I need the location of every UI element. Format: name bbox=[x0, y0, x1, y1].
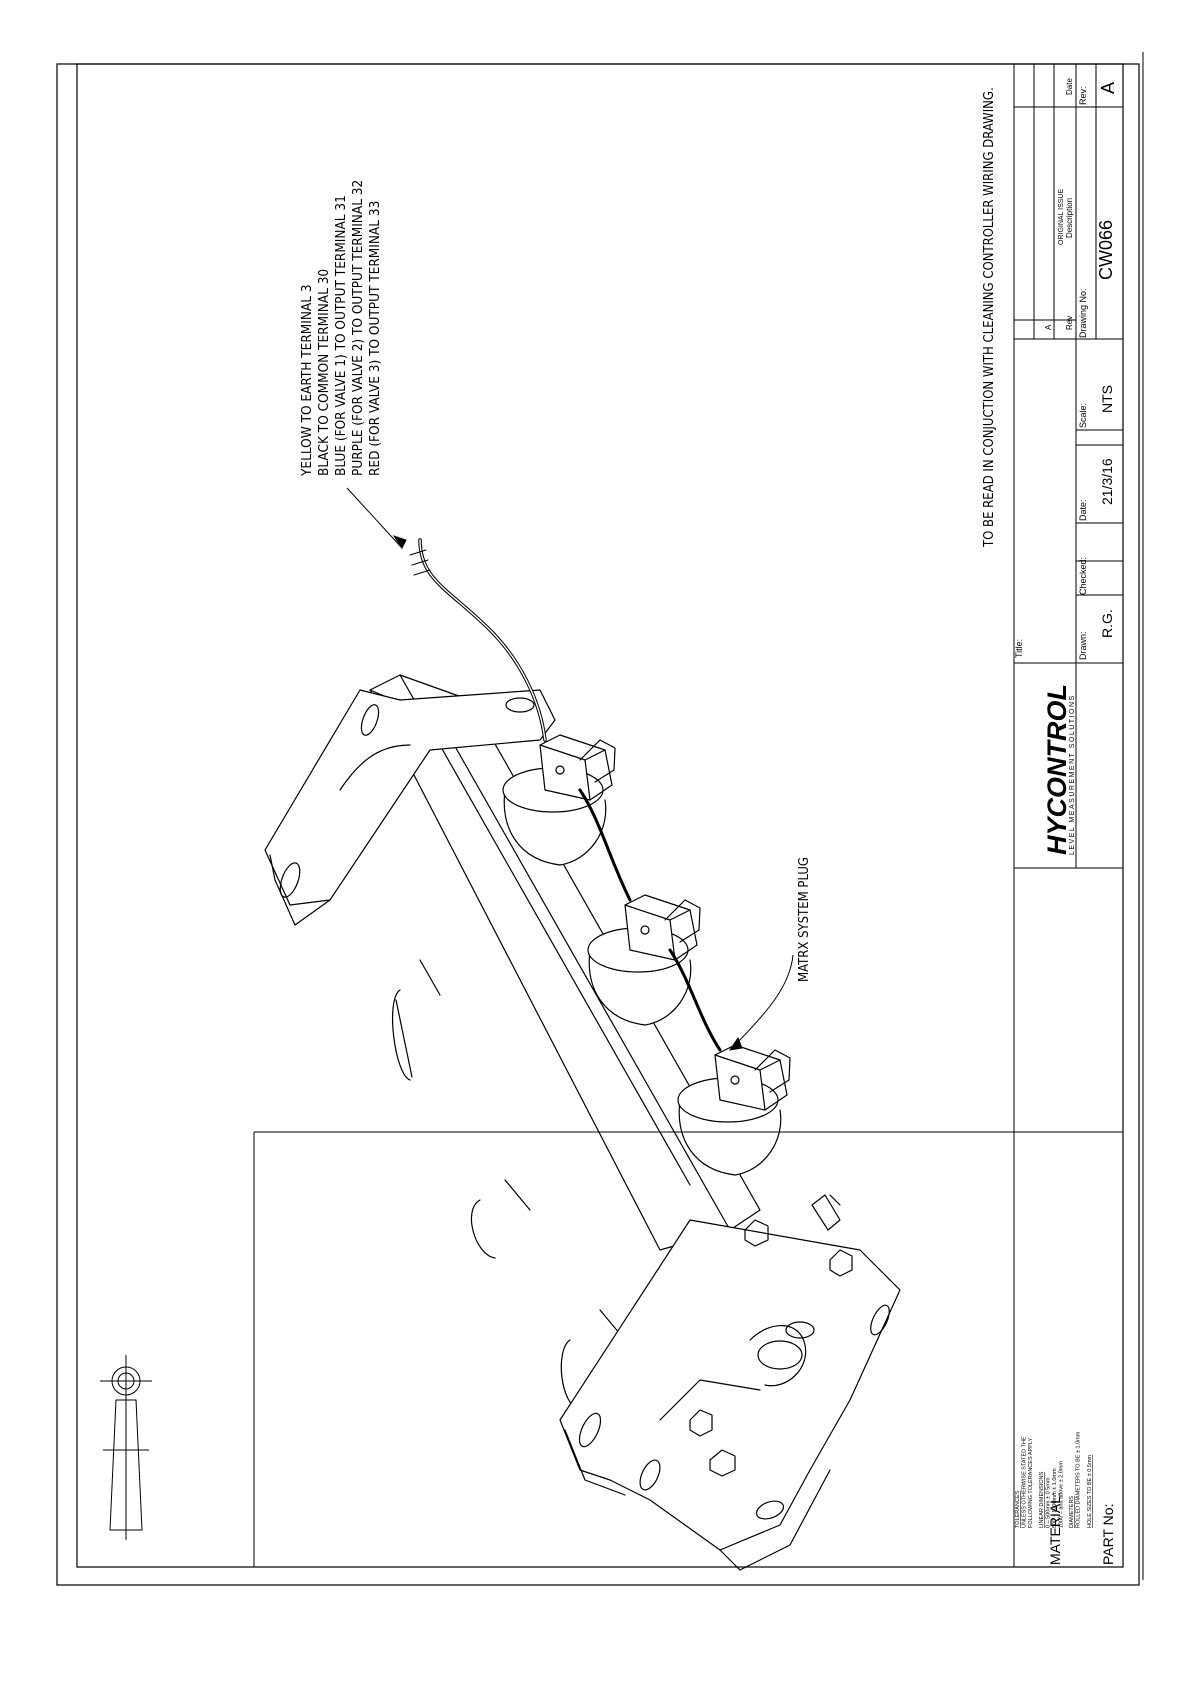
svg-text:0 – 500mm ± 0.5mm: 0 – 500mm ± 0.5mm bbox=[1046, 1477, 1052, 1528]
svg-text:LINEAR DIMENSIONS: LINEAR DIMENSIONS bbox=[1039, 1471, 1045, 1528]
rear-bracket bbox=[264, 689, 556, 926]
svg-text:DIAMETERS: DIAMETERS bbox=[1069, 1496, 1075, 1528]
note-yellow: YELLOW TO EARTH TERMINAL 3 bbox=[299, 284, 315, 477]
title-label: Title: bbox=[1014, 639, 1024, 658]
date-value: 21/3/16 bbox=[1099, 458, 1115, 505]
drawing-no-value: CW066 bbox=[1096, 220, 1116, 280]
front-bracket bbox=[559, 1219, 901, 1571]
note-black: BLACK TO COMMON TERMINAL 30 bbox=[316, 269, 332, 476]
scale-label: Scale: bbox=[1078, 403, 1088, 428]
material-label: MATERIAL: bbox=[1047, 1492, 1063, 1565]
tolerances-note: TOLERANCES UNLESS OTHERWISE STATED THE F… bbox=[1015, 1431, 1093, 1528]
valve-1 bbox=[502, 734, 616, 866]
logo-text: HYCONTROL bbox=[1042, 684, 1072, 855]
svg-text:1000 – and above ± 2.0mm: 1000 – and above ± 2.0mm bbox=[1059, 1461, 1065, 1528]
rev-table-rev-header: Rev bbox=[1065, 316, 1074, 330]
company-logo: HYCONTROL LEVEL MEASUREMENT SOLUTIONS bbox=[1042, 684, 1076, 855]
svg-text:TOLERANCES: TOLERANCES bbox=[1015, 1490, 1021, 1528]
rev-label: Rev: bbox=[1078, 86, 1088, 105]
wiring-notes: YELLOW TO EARTH TERMINAL 3 BLACK TO COMM… bbox=[299, 180, 383, 477]
pipe-1 bbox=[391, 959, 441, 1081]
callout-matrx-plug: MATRX SYSTEM PLUG bbox=[797, 857, 812, 982]
checked-label: Checked: bbox=[1078, 557, 1088, 595]
rev-table-row-description: ORIGINAL ISSUE bbox=[1058, 189, 1065, 245]
title-block bbox=[253, 64, 1123, 1567]
scale-value: NTS bbox=[1099, 385, 1115, 413]
rev-table-description-header: Description bbox=[1065, 198, 1074, 238]
drawing-frame bbox=[76, 63, 1124, 1568]
valve-3 bbox=[677, 1044, 791, 1176]
svg-text:500 – 1000mm ± 1.0mm: 500 – 1000mm ± 1.0mm bbox=[1052, 1468, 1058, 1528]
drawing-no-label: Drawing No: bbox=[1078, 288, 1088, 338]
manifold-assembly-drawing bbox=[264, 538, 901, 1571]
svg-text:HOLE SIZES TO BE ± 0.5mm: HOLE SIZES TO BE ± 0.5mm bbox=[1087, 1454, 1093, 1528]
leader-lines bbox=[346, 487, 794, 1051]
svg-text:FOLLOWING TOLERANCES APPLY: FOLLOWING TOLERANCES APPLY bbox=[1028, 1438, 1034, 1528]
grease-nipple-icon bbox=[811, 1194, 841, 1231]
rev-table-date-header: Date bbox=[1065, 78, 1074, 95]
note-purple: PURPLE (FOR VALVE 2) TO OUTPUT TERMINAL … bbox=[350, 180, 366, 476]
rev-table-row-rev: A bbox=[1044, 324, 1053, 330]
rev-value: A bbox=[1098, 82, 1118, 94]
note-blue: BLUE (FOR VALVE 1) TO OUTPUT TERMINAL 31 bbox=[333, 195, 349, 476]
svg-text:UNLESS OTHERWISE STATED THE: UNLESS OTHERWISE STATED THE bbox=[1022, 1436, 1028, 1528]
drawn-value: R.G. bbox=[1099, 609, 1115, 638]
pipe-2 bbox=[470, 1179, 531, 1259]
valve-2 bbox=[587, 894, 701, 1026]
cable bbox=[409, 538, 722, 1052]
note-red: RED (FOR VALVE 3) TO OUTPUT TERMINAL 33 bbox=[367, 201, 383, 476]
drawn-label: Drawn: bbox=[1078, 631, 1088, 660]
svg-text:ROLLED DIAMETERS TO BE ± 1: ROLLED DIAMETERS TO BE ± 1.0mm bbox=[1076, 1431, 1082, 1528]
date-label: Date: bbox=[1078, 499, 1088, 521]
logo-subtitle: LEVEL MEASUREMENT SOLUTIONS bbox=[1069, 694, 1076, 855]
projection-symbol-icon bbox=[100, 1355, 152, 1540]
read-with-note: TO BE READ IN CONJUCTION WITH CLEANING C… bbox=[982, 87, 997, 548]
part-no-label: PART No: bbox=[1100, 1504, 1116, 1565]
